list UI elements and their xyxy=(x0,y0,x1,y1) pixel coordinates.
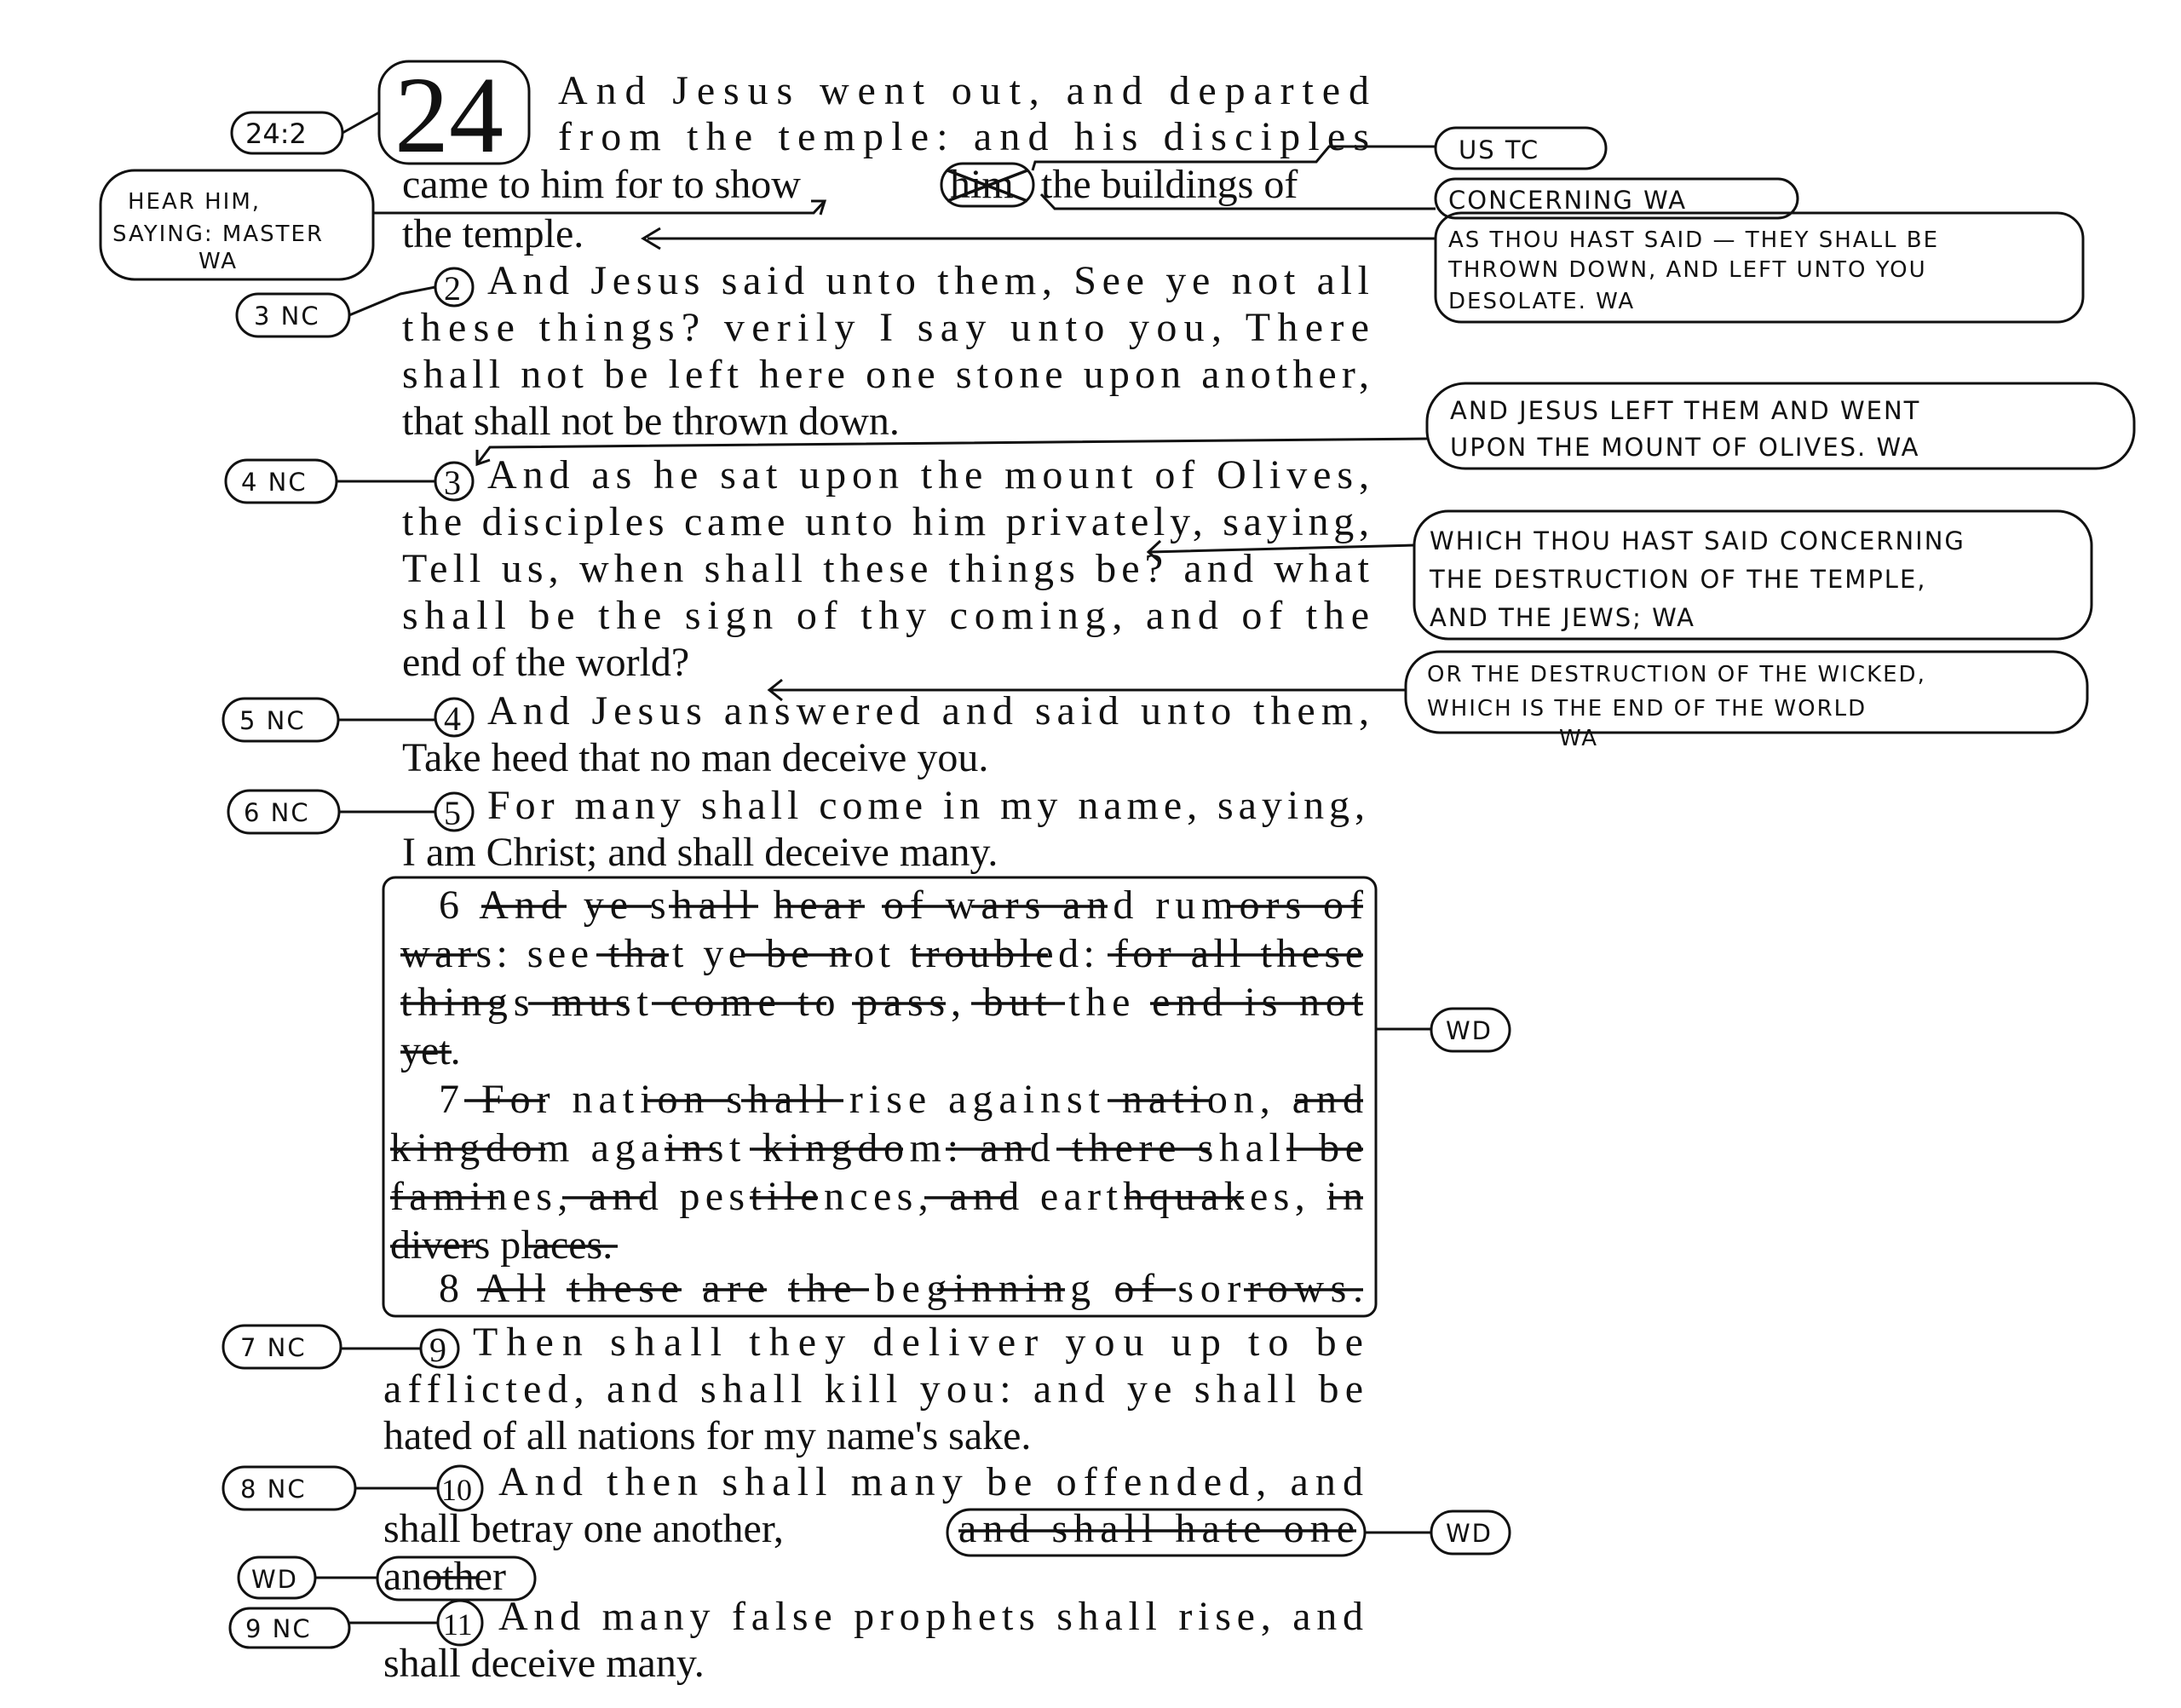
us-tc-label: US TC xyxy=(1459,135,1539,164)
verse-marker-4 xyxy=(434,697,475,738)
text-line-5: And Jesus said unto them, See ye not all xyxy=(487,258,1369,303)
jesus-left-bubble xyxy=(1425,382,2136,470)
hear-him-bubble xyxy=(99,169,375,281)
deleted-line-5: 7 For nation shall rise against nation, … xyxy=(439,1077,1363,1122)
jesus-left-leader xyxy=(475,437,1428,467)
which-thou-leader xyxy=(1146,539,1415,564)
concerning-leader xyxy=(1039,193,1436,210)
nc8-label: 8 NC xyxy=(240,1475,307,1504)
us-tc-bubble xyxy=(1434,126,1608,170)
text-line-15: Take heed that no man deceive you. xyxy=(402,735,988,780)
text-line-7: shall not be left here one stone upon an… xyxy=(402,352,1369,397)
wd-hate-label: WD xyxy=(1446,1519,1493,1548)
as-said-line-1: AS THOU HAST SAID — THEY SHALL BE xyxy=(1448,227,1939,253)
text-line-20: hated of all nations for my name's sake. xyxy=(383,1413,1031,1458)
text-line-22a: shall betray one another, xyxy=(383,1506,784,1551)
text-line-17: I am Christ; and shall deceive many. xyxy=(402,830,998,875)
wd-box-label: WD xyxy=(1446,1016,1493,1045)
text-line-25: shall deceive many. xyxy=(383,1641,705,1686)
text-line-24: And many false prophets shall rise, and xyxy=(498,1594,1363,1639)
verse-ref-leader xyxy=(342,111,380,135)
hear-him-line-1: HEAR HIM, xyxy=(128,189,261,215)
text-line-3a: came to him for to show xyxy=(402,162,801,207)
text-line-13: end of the world? xyxy=(402,640,689,685)
text-line-12: shall be the sign of thy coming, and of … xyxy=(402,593,1369,638)
nc7-bubble xyxy=(222,1324,342,1370)
concerning-bubble xyxy=(1434,177,1799,220)
chapter-number: 24 xyxy=(394,55,504,175)
verse-number-9: 9 xyxy=(429,1331,446,1369)
verse-number-11: 11 xyxy=(443,1607,473,1642)
as-said-bubble xyxy=(1434,211,2085,324)
text-line-11: Tell us, when shall these things be? and… xyxy=(402,546,1370,591)
deleted-verses-box xyxy=(382,876,1378,1318)
text-line-9: And as he sat upon the mount of Olives, xyxy=(487,452,1369,497)
wd-hate-bubble xyxy=(1430,1510,1511,1556)
nc9-label: 9 NC xyxy=(245,1614,312,1643)
nc4-label: 4 NC xyxy=(241,468,308,497)
or-wicked-line-2: WHICH IS THE END OF THE WORLD xyxy=(1427,696,1867,722)
text-line-8: that shall not be thrown down. xyxy=(402,399,900,444)
text-line-6: these things? verily I say unto you, The… xyxy=(402,305,1369,350)
as-said-line-2: THROWN DOWN, AND LEFT UNTO YOU xyxy=(1447,257,1927,283)
strike-mark xyxy=(947,169,1028,203)
text-line-1: And Jesus went out, and departed xyxy=(558,68,1369,113)
which-thou-bubble xyxy=(1413,509,2093,641)
or-wicked-bubble xyxy=(1404,650,2089,734)
struck-word-circle xyxy=(940,162,1035,208)
verse-ref: 24:2 xyxy=(245,118,307,150)
as-said-line-3: DESOLATE. WA xyxy=(1448,289,1635,314)
nc3-label: 3 NC xyxy=(254,302,320,331)
us-tc-leader xyxy=(1031,145,1436,171)
verse-number-4: 4 xyxy=(444,699,461,738)
nc3-leader xyxy=(348,285,436,317)
text-line-4: the temple. xyxy=(402,211,584,256)
text-line-21: And then shall many be offended, and xyxy=(498,1459,1363,1504)
or-wicked-line-3: WA xyxy=(1559,726,1598,751)
strike-through-marks xyxy=(390,905,1363,1291)
which-thou-line-2: THE DESTRUCTION OF THE TEMPLE, xyxy=(1429,565,1927,594)
hear-him-line-2: SAYING: MASTER xyxy=(112,221,324,247)
nc6-label: 6 NC xyxy=(244,798,310,827)
text-line-22b-struck: and shall hate one xyxy=(958,1506,1355,1551)
verse-number-10: 10 xyxy=(441,1473,472,1507)
text-line-14: And Jesus answered and said unto them, xyxy=(487,688,1369,733)
verse-number-3: 3 xyxy=(444,463,461,502)
which-thou-line-3: AND THE JEWS; WA xyxy=(1430,603,1695,632)
text-line-16: For many shall come in my name, saying, xyxy=(487,783,1365,828)
verse-number-5: 5 xyxy=(444,794,461,832)
concerning-label: CONCERNING WA xyxy=(1448,186,1687,215)
jesus-left-line-2: UPON THE MOUNT OF OLIVES. WA xyxy=(1450,433,1919,462)
which-thou-line-1: WHICH THOU HAST SAID CONCERNING xyxy=(1430,526,1965,555)
or-wicked-line-1: OR THE DESTRUCTION OF THE WICKED, xyxy=(1427,662,1926,687)
wd-box-label-bubble xyxy=(1430,1007,1511,1053)
nc7-label: 7 NC xyxy=(240,1333,307,1362)
text-line-18: Then shall they deliver you up to be xyxy=(473,1320,1363,1365)
text-line-2: from the temple: and his disciples xyxy=(558,114,1369,159)
wd-left-label: WD xyxy=(251,1565,298,1594)
hear-him-leader xyxy=(373,199,826,215)
verse-number-2: 2 xyxy=(444,269,461,308)
hear-him-arrow xyxy=(811,199,827,216)
nc5-label: 5 NC xyxy=(239,706,306,735)
text-line-10: the disciples came unto him privately, s… xyxy=(402,499,1369,544)
text-line-19: afflicted, and shall kill you: and ye sh… xyxy=(383,1366,1363,1412)
as-said-leader xyxy=(641,227,1436,250)
or-wicked-leader xyxy=(767,678,1406,702)
hear-him-line-3: WA xyxy=(199,249,238,274)
nc9-bubble xyxy=(228,1607,351,1649)
jesus-left-line-1: AND JESUS LEFT THEM AND WENT xyxy=(1450,396,1920,425)
text-line-3c: the buildings of xyxy=(1041,162,1298,207)
